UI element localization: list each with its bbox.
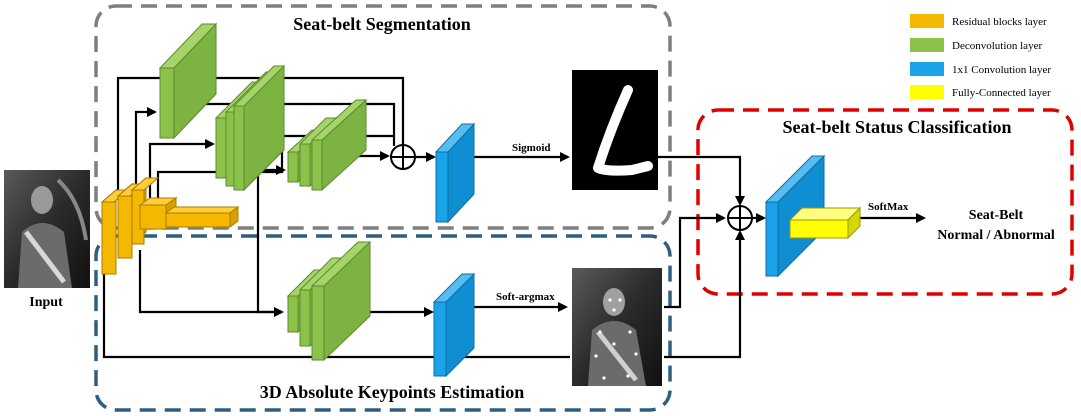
- input-label: Input: [29, 295, 63, 310]
- segmentation-mask-image: [572, 70, 658, 190]
- legend-swatch-residual: [910, 14, 944, 28]
- residual-blocks: [100, 176, 240, 276]
- fully-connected-layer: [788, 206, 862, 240]
- segmentation-conv1x1: [434, 122, 476, 224]
- segmentation-region: [94, 4, 672, 230]
- deconv-stage2-c: [233, 105, 245, 191]
- residual-block-5: [165, 212, 231, 228]
- sigmoid-label: Sigmoid: [512, 142, 551, 154]
- legend-swatch-fc: [910, 85, 944, 99]
- output-label-line1: Seat-Belt: [969, 208, 1024, 223]
- legend-label-fc: Fully-Connected layer: [952, 87, 1051, 99]
- softmax-label: SoftMax: [868, 201, 909, 213]
- deconv-stage3-c: [311, 139, 323, 191]
- classification-region: [696, 108, 1074, 296]
- legend-label-deconv: Deconvolution layer: [952, 40, 1042, 52]
- segmentation-title: Seat-belt Segmentation: [293, 14, 470, 34]
- deconv-stage3-b: [299, 143, 311, 187]
- legend-label-conv1x1: 1x1 Convolution layer: [952, 64, 1051, 76]
- segmentation-deconv-blocks: [158, 22, 368, 192]
- legend: Residual blocks layer Deconvolution laye…: [910, 14, 1051, 99]
- deconv-stage2-a: [215, 117, 227, 179]
- legend-swatch-conv1x1: [910, 62, 944, 76]
- deconv-stage1: [159, 67, 175, 139]
- keypoints-region: [94, 234, 672, 412]
- keypoint-deconv-blocks: [286, 240, 372, 362]
- connections: [102, 76, 926, 359]
- keypoint-image: [572, 268, 662, 386]
- classification-title: Seat-belt Status Classification: [783, 117, 1012, 137]
- deconv-stage3-a: [287, 151, 299, 183]
- legend-swatch-deconv: [910, 38, 944, 52]
- input-image: [4, 170, 90, 288]
- deconv-stage2-b: [225, 111, 235, 187]
- keypoints-title: 3D Absolute Keypoints Estimation: [260, 382, 525, 402]
- keypoint-conv1x1: [432, 272, 476, 378]
- classification-sum-node: [727, 205, 753, 231]
- segmentation-sum-node: [390, 144, 416, 170]
- kp-deconv-b: [299, 289, 311, 347]
- kp-deconv-c: [311, 285, 325, 361]
- kp-deconv-a: [287, 295, 299, 333]
- legend-label-residual: Residual blocks layer: [952, 16, 1047, 28]
- softargmax-label: Soft-argmax: [496, 291, 555, 303]
- output-label-line2: Normal / Abnormal: [937, 228, 1055, 243]
- residual-block-4: [139, 204, 167, 230]
